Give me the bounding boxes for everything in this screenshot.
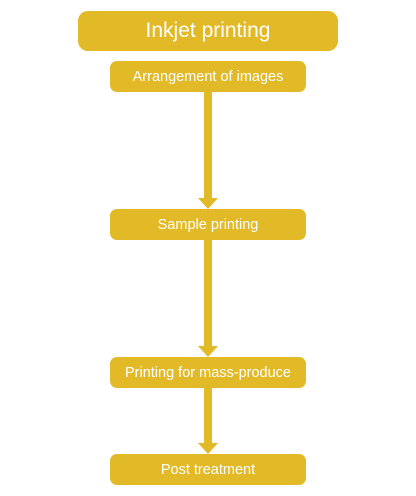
step-label: Sample printing (157, 216, 259, 233)
step-label: Printing for mass-produce (124, 364, 291, 381)
arrow-step2-to-step3 (198, 240, 218, 357)
step-arrangement-of-images: Arrangement of images (110, 61, 306, 92)
arrow-step1-to-step2 (198, 92, 218, 209)
step-label: Arrangement of images (132, 68, 284, 85)
step-label: Post treatment (160, 461, 256, 478)
step-post-treatment: Post treatment (110, 454, 306, 485)
arrow-step3-to-step4 (198, 388, 218, 454)
flowchart-title-box: Inkjet printing (78, 11, 338, 51)
step-sample-printing: Sample printing (110, 209, 306, 240)
flowchart-title: Inkjet printing (145, 19, 271, 42)
step-printing-for-mass-produce: Printing for mass-produce (110, 357, 306, 388)
